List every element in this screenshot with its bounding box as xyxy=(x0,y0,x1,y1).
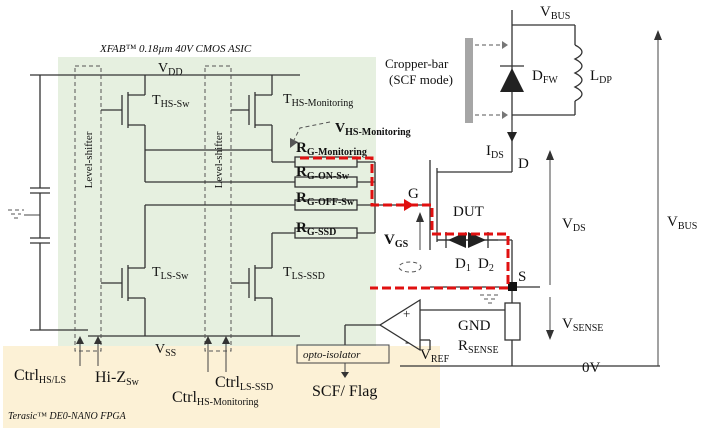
v-hs-monitoring-arrow xyxy=(293,121,331,141)
highlight-monitoring-path xyxy=(300,156,510,290)
power-loop xyxy=(500,10,583,140)
comparator xyxy=(344,298,505,352)
ldp-label: LDP xyxy=(590,68,612,86)
vbus-right-label: VBUS xyxy=(667,214,697,232)
t-hs-monitoring-label: THS-Monitoring xyxy=(283,92,353,109)
ctrl-hs-ls-label: CtrlHS/LS xyxy=(14,367,66,386)
s-terminal-label: S xyxy=(518,269,526,285)
fpga-region xyxy=(3,346,440,428)
body-diodes xyxy=(437,232,498,248)
vsense-label: VSENSE xyxy=(562,316,603,334)
v-hs-monitoring-arrowhead xyxy=(290,138,298,148)
dfw-label: DFW xyxy=(532,68,558,86)
hi-z-sw-label: Hi-ZSw xyxy=(95,369,140,388)
rsense-label: RSENSE xyxy=(458,338,499,356)
opto-output-arrowhead xyxy=(341,372,349,378)
vsense-arrowhead xyxy=(546,330,554,340)
t-hs-sw-label: THS-Sw xyxy=(152,93,190,110)
level-shifter-1-box xyxy=(74,65,102,352)
scf-flag-label: SCF/ Flag xyxy=(312,383,377,400)
r-g-ssd-label: RG-SSD xyxy=(296,220,336,238)
t-ls-sw-label: TLS-Sw xyxy=(152,265,189,282)
r-g-on-sw-label: RG-ON-Sw xyxy=(296,164,350,182)
vds-arrowhead xyxy=(546,150,554,160)
transistor-ls-ssd xyxy=(231,245,273,336)
d-terminal-label: D xyxy=(518,156,529,172)
highlight-arrowhead xyxy=(404,199,414,211)
level-shifter-2-box xyxy=(204,65,232,352)
cropper-label-line1: Cropper-bar xyxy=(385,56,449,71)
level-shifter-1-label: Level-shifter xyxy=(83,131,95,188)
ids-arrowhead xyxy=(507,132,517,142)
zero-v-label: 0V xyxy=(582,360,601,376)
fpga-title: Terasic™ DE0-NANO FPGA xyxy=(8,411,127,422)
cropper-bar xyxy=(465,38,473,123)
ctrl-hs-monitoring-label: CtrlHS-Monitoring xyxy=(172,389,259,408)
opto-isolator-label: opto-isolator xyxy=(303,349,361,361)
d1-label: D1 xyxy=(455,256,471,274)
vdd-label: VDD xyxy=(158,61,183,78)
asic-title: XFAB™ 0.18µm 40V CMOS ASIC xyxy=(99,43,252,55)
driver-output-wiring xyxy=(144,148,295,245)
vgs-loop xyxy=(398,261,422,273)
comparator-plus: + xyxy=(403,306,410,321)
cropper-arrowhead-top xyxy=(502,41,508,49)
vref-label: VREF xyxy=(420,347,450,365)
cropper-arrowhead-bottom xyxy=(502,111,508,119)
asic-region xyxy=(58,57,376,347)
gnd-label: GND xyxy=(458,318,491,334)
ctrl-ls-ssd-label: CtrlLS-SSD xyxy=(215,374,273,393)
transistor-hs-sw xyxy=(101,75,146,150)
cropper-label-line2: (SCF mode) xyxy=(389,72,453,87)
level-shifter-2-label: Level-shifter xyxy=(213,131,225,188)
vbus-right-arrowhead xyxy=(654,30,662,40)
vbus-top-label: VBUS xyxy=(540,4,570,22)
t-ls-ssd-label: TLS-SSD xyxy=(283,265,325,282)
g-terminal-label: G xyxy=(408,186,419,202)
transistor-hs-monitoring xyxy=(231,75,273,148)
comparator-minus: - xyxy=(405,334,409,349)
vgs-arrowhead xyxy=(416,212,424,222)
v-hs-monitoring-label: VHS-Monitoring xyxy=(335,121,411,138)
transistor-ls-sw xyxy=(101,245,146,336)
ids-label: IDS xyxy=(486,143,504,161)
r-g-monitoring-label: RG-Monitoring xyxy=(296,140,367,158)
supply-capacitors xyxy=(8,74,88,331)
fpga-control-arrows xyxy=(76,336,230,372)
vgs-label: VGS xyxy=(384,232,409,250)
vss-label: VSS xyxy=(155,342,176,359)
d2-label: D2 xyxy=(478,256,494,274)
r-g-off-sw-label: RG-OFF-Sw xyxy=(296,190,355,208)
dut-label: DUT xyxy=(453,204,484,220)
opto-isolator-box xyxy=(296,344,390,364)
vds-label: VDS xyxy=(562,216,586,234)
